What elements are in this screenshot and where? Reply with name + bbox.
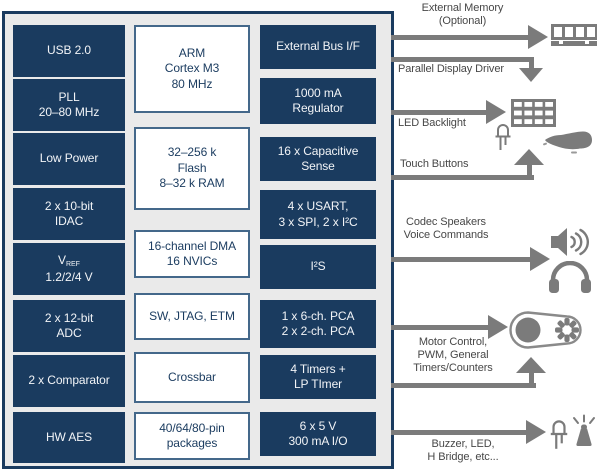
parallel-display-arrow xyxy=(391,57,534,62)
led-backlight-arrow xyxy=(391,110,488,115)
parallel-display-arrow-elbow xyxy=(529,57,534,68)
codec-arrow xyxy=(391,257,532,262)
block-dma-nvic: 16-channel DMA 16 NVICs xyxy=(134,230,250,278)
block-external-bus: External Bus I/F xyxy=(260,25,376,69)
block-i2s: I²S xyxy=(260,245,376,289)
block-packages: 40/64/80-pin packages xyxy=(134,412,250,460)
motor-timer-arrow-elbow xyxy=(529,373,534,385)
block-debug: SW, JTAG, ETM xyxy=(134,293,250,340)
block-pll: PLL 20–80 MHz xyxy=(13,79,125,131)
block-arm-core: ARM Cortex M3 80 MHz xyxy=(134,25,250,113)
touch-buttons-arrow-elbow xyxy=(527,165,532,177)
display-grid-icon xyxy=(511,99,556,127)
vref-line1: VREF xyxy=(58,252,80,268)
vref-line2: 1.2/2/4 V xyxy=(45,269,93,284)
block-cap-sense: 16 x Capacitive Sense xyxy=(260,137,376,181)
block-timers: 4 Timers + LP TImer xyxy=(260,355,376,399)
block-usb: USB 2.0 xyxy=(13,25,125,77)
headphones-icon xyxy=(549,261,591,293)
block-adc: 2 x 12-bit ADC xyxy=(13,300,125,352)
led-icon xyxy=(495,124,511,150)
memory-module-icon xyxy=(551,24,597,46)
motor-timer-arrowhead xyxy=(516,357,546,373)
motor-label: Motor Control, PWM, General Timers/Count… xyxy=(413,336,493,374)
led-backlight-label: LED Backlight xyxy=(398,117,466,129)
motor-belt-icon xyxy=(509,311,582,349)
block-pca: 1 x 6-ch. PCA 2 x 2-ch. PCA xyxy=(260,300,376,348)
touch-buttons-arrow xyxy=(391,175,534,180)
codec-label: Codec Speakers Voice Commands xyxy=(403,216,489,241)
block-flash-ram: 32–256 k Flash 8–32 k RAM xyxy=(134,127,250,210)
block-io: 6 x 5 V 300 mA I/O xyxy=(260,412,376,456)
led-backlight-arrowhead xyxy=(486,100,506,124)
buzzer-icon xyxy=(573,414,595,446)
touch-buttons-label: Touch Buttons xyxy=(400,158,469,170)
soc-outline-box: USB 2.0 PLL 20–80 MHz Low Power 2 x 10-b… xyxy=(2,11,394,469)
led-icon-2 xyxy=(550,420,568,449)
block-idac: 2 x 10-bit IDAC xyxy=(13,188,125,240)
buzzer-arrow xyxy=(391,430,528,435)
block-regulator: 1000 mA Regulator xyxy=(260,78,376,124)
block-vref: VREF 1.2/2/4 V xyxy=(13,243,125,295)
parallel-display-arrowhead xyxy=(519,68,543,82)
block-usart-spi-i2c: 4 x USART, 3 x SPI, 2 x I²C xyxy=(260,190,376,239)
codec-arrowhead xyxy=(530,247,550,271)
block-hw-aes: HW AES xyxy=(13,412,125,463)
external-memory-label: External Memory (Optional) xyxy=(421,2,504,27)
parallel-display-label: Parallel Display Driver xyxy=(398,63,504,75)
touch-hand-icon xyxy=(543,131,592,154)
buzzer-label: Buzzer, LED, H Bridge, etc... xyxy=(427,438,499,463)
speaker-icon xyxy=(551,228,589,256)
block-comparator: 2 x Comparator xyxy=(13,355,125,407)
block-crossbar: Crossbar xyxy=(134,352,250,403)
motor-arrow xyxy=(391,325,490,330)
external-memory-arrowhead xyxy=(528,25,548,49)
block-low-power: Low Power xyxy=(13,133,125,185)
motor-timer-arrow xyxy=(391,383,536,388)
external-memory-arrow xyxy=(391,35,529,40)
buzzer-arrowhead xyxy=(526,420,546,444)
touch-buttons-arrowhead xyxy=(514,149,544,165)
motor-arrowhead xyxy=(488,315,508,339)
